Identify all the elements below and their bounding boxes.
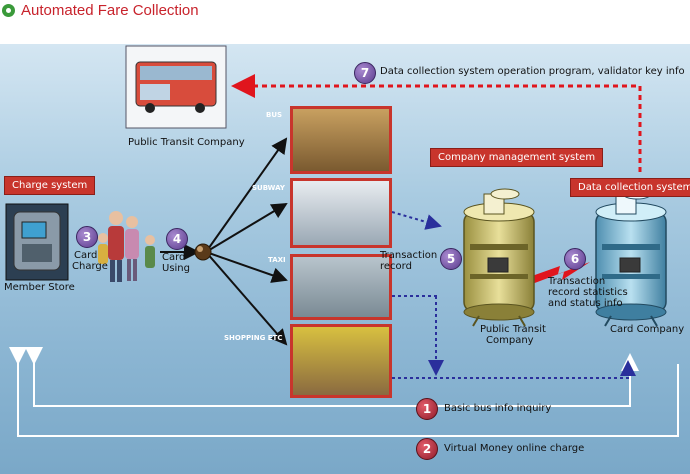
step7-badge: 7 <box>354 62 376 84</box>
server-public-label-line1: Public Transit <box>480 324 546 335</box>
step7-label: Data collection system operation program… <box>380 66 685 77</box>
taxi-photo <box>290 254 392 320</box>
charge-terminal-image <box>5 203 69 281</box>
mode-label-shopping: SHOPPING ETC <box>224 334 283 342</box>
public-transit-company-label: Public Transit Company <box>128 137 245 148</box>
bus-image <box>125 45 227 129</box>
step6-label-line2: record statistics <box>548 287 628 298</box>
step2-label: Virtual Money online charge <box>444 443 585 454</box>
step6-label-line3: and status info <box>548 298 623 309</box>
page-title: Automated Fare Collection <box>21 1 199 19</box>
mode-label-taxi: TAXI <box>268 256 286 264</box>
step4-label-line1: Card <box>162 252 186 263</box>
step6-label-line1: Transaction <box>548 276 606 287</box>
step3-badge: 3 <box>76 226 98 248</box>
transaction-record-line1: Transaction <box>380 250 438 261</box>
charge-system-box: Charge system <box>4 176 96 195</box>
step4-label-line2: Using <box>162 263 190 274</box>
subway-photo <box>290 178 392 248</box>
data-collection-system-box: Data collection system <box>570 178 690 197</box>
server-public-label-line2: Company <box>486 335 534 346</box>
page-header: Automated Fare Collection <box>0 0 199 20</box>
step6-badge: 6 <box>564 248 586 270</box>
server-public-transit <box>463 188 535 327</box>
step3-label-line1: Card <box>74 250 98 261</box>
family-image <box>98 211 155 282</box>
step4-badge: 4 <box>166 228 188 250</box>
diagram-graphics <box>5 45 679 437</box>
transaction-record-line2: record <box>380 261 412 272</box>
step7-arrow <box>231 74 642 172</box>
mode-label-subway: SUBWAY <box>252 184 285 192</box>
member-store-label: Member Store <box>4 282 75 293</box>
hub-node <box>194 243 212 261</box>
step3-label-line2: Charge <box>72 261 108 272</box>
bullet-circle-icon <box>2 3 15 17</box>
fare-collection-diagram: BUS BUS SUBWAY TAXI SHOPPING ETC 7 Data … <box>0 44 690 474</box>
shopping-photo <box>290 324 392 398</box>
step2-badge: 2 <box>416 438 438 460</box>
loop-1-arrow <box>25 347 639 407</box>
step1-badge: 1 <box>416 398 438 420</box>
server-card-label: Card Company <box>610 324 685 335</box>
step1-label: Basic bus info inquiry <box>444 403 552 414</box>
step5-badge: 5 <box>440 248 462 270</box>
mode-label-bus-text: BUS <box>266 111 283 119</box>
company-management-system-box: Company management system <box>430 148 604 167</box>
loop-2-arrow <box>9 347 679 437</box>
server-card-company <box>595 188 667 327</box>
bus-photo: BUS <box>290 106 392 174</box>
